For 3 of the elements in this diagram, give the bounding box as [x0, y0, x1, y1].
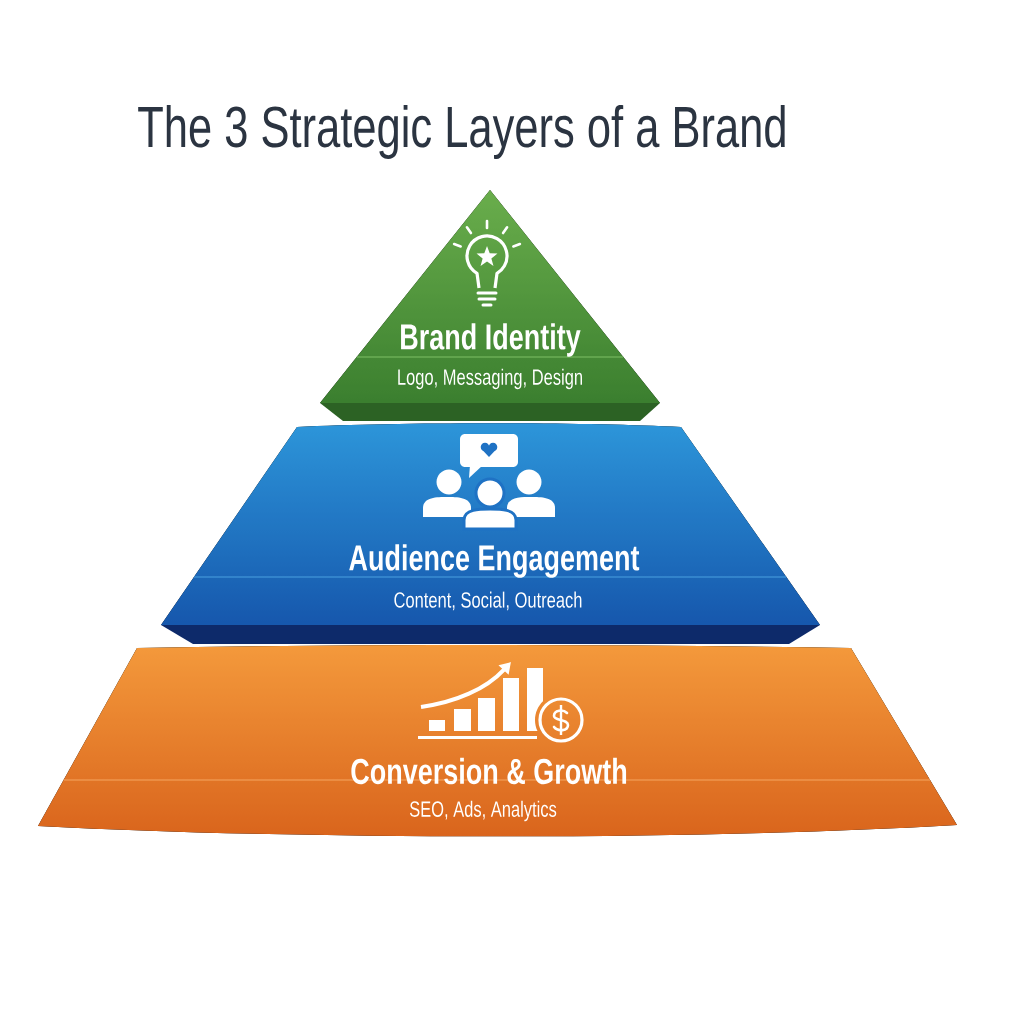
tier-description: SEO, Ads, Analytics: [409, 800, 557, 822]
title: The 3 Strategic Layers of a Brand: [138, 104, 785, 159]
tier-heading: Conversion & Growth: [351, 757, 627, 785]
